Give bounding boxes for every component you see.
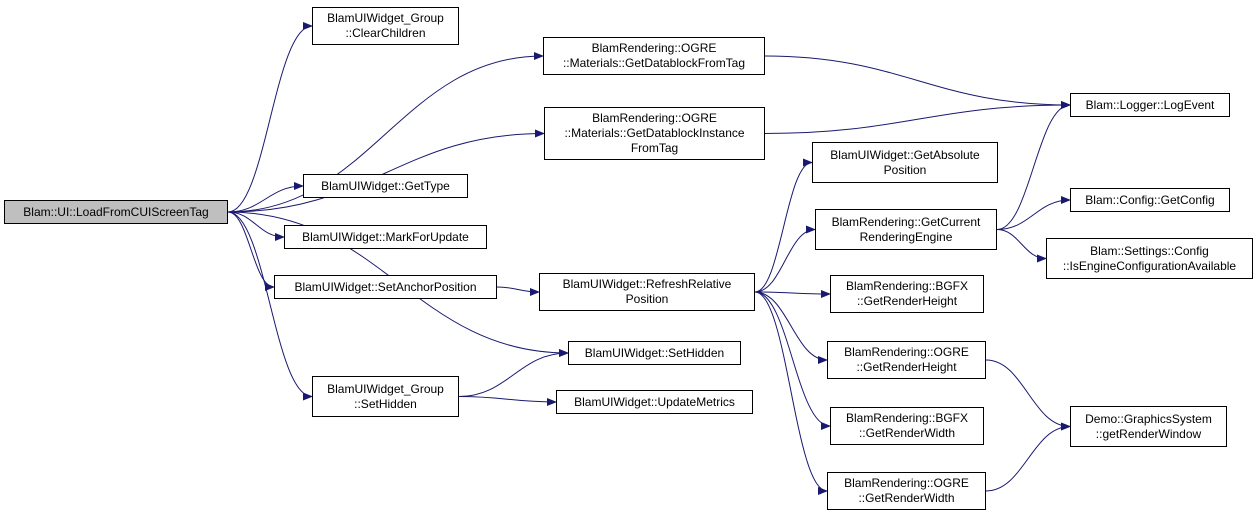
edge-root-to-group_clear bbox=[227, 22, 313, 213]
node-widget-set-hidden[interactable]: BlamUIWidget::SetHidden bbox=[568, 341, 741, 365]
edge-group_set_hidden-to-set_hidden bbox=[458, 349, 569, 397]
node-label-line: BlamRendering::OGRE bbox=[591, 41, 717, 55]
node-settings-is-engine-configuration-available[interactable]: Blam::Settings::Config::IsEngineConfigur… bbox=[1046, 238, 1253, 279]
node-widget-set-anchor-position[interactable]: BlamUIWidget::SetAnchorPosition bbox=[274, 275, 497, 299]
node-label-line: Position bbox=[625, 292, 669, 306]
edge-get_cur_engine-to-get_config bbox=[996, 196, 1071, 230]
node-label-line: BlamRendering::BGFX bbox=[845, 279, 969, 293]
node-label-line: BlamUIWidget::GetType bbox=[321, 178, 450, 193]
node-group-set-hidden[interactable]: BlamUIWidget_Group::SetHidden bbox=[312, 376, 459, 417]
node-widget-mark-for-update[interactable]: BlamUIWidget::MarkForUpdate bbox=[284, 225, 487, 249]
node-label-line: BlamUIWidget::MarkForUpdate bbox=[302, 229, 469, 244]
node-label-line: ::GetRenderWidth bbox=[858, 491, 955, 505]
edge-refresh_rel-to-ogre_width bbox=[754, 291, 828, 495]
node-label-line: BlamRendering::OGRE bbox=[844, 345, 969, 359]
edge-set_anchor-to-refresh_rel bbox=[496, 286, 540, 296]
node-label-line: ::GetRenderHeight bbox=[856, 294, 958, 308]
node-ogre-get-datablock-from-tag[interactable]: BlamRendering::OGRE::Materials::GetDatab… bbox=[543, 37, 765, 75]
node-label-line: BlamUIWidget::SetHidden bbox=[584, 345, 725, 360]
node-label-line: BlamUIWidget_Group bbox=[327, 11, 444, 25]
edge-ogre_height-to-render_window bbox=[985, 359, 1071, 431]
node-label-line: FromTag bbox=[630, 141, 679, 155]
node-label-line: ::SetHidden bbox=[354, 396, 417, 411]
edge-get_datablock-to-log_event bbox=[764, 55, 1071, 109]
node-label-line: BlamRendering::OGRE bbox=[844, 476, 969, 490]
node-label-line: Blam::Logger::LogEvent bbox=[1085, 97, 1215, 112]
node-logger-log-event[interactable]: Blam::Logger::LogEvent bbox=[1070, 93, 1230, 117]
edge-root-to-set_anchor bbox=[227, 211, 275, 291]
node-label-line: ::GetRenderWidth bbox=[858, 426, 956, 440]
node-label-line: BlamRendering::BGFX bbox=[845, 411, 969, 425]
edge-get_datablock_instance-to-log_event bbox=[764, 101, 1071, 134]
node-label-line: BlamUIWidget::RefreshRelative bbox=[562, 277, 732, 291]
node-label-line: ::Materials::GetDatablockInstance bbox=[564, 126, 745, 140]
node-config-get-config[interactable]: Blam::Config::GetConfig bbox=[1070, 188, 1230, 212]
node-ogre-get-render-width[interactable]: BlamRendering::OGRE::GetRenderWidth bbox=[827, 472, 986, 510]
edge-root-to-group_set_hidden bbox=[227, 211, 313, 401]
node-widget-update-metrics[interactable]: BlamUIWidget::UpdateMetrics bbox=[556, 390, 753, 414]
node-label-line: Blam::Config::GetConfig bbox=[1085, 192, 1215, 207]
node-label-line: ::GetRenderHeight bbox=[856, 360, 957, 374]
edge-root-to-get_datablock bbox=[227, 52, 544, 213]
node-label-line: ::getRenderWindow bbox=[1095, 426, 1202, 441]
edge-refresh_rel-to-get_cur_engine bbox=[754, 225, 816, 293]
edge-ogre_width-to-render_window bbox=[985, 422, 1071, 492]
node-widget-get-type[interactable]: BlamUIWidget::GetType bbox=[303, 174, 468, 198]
node-graphics-system-get-render-window[interactable]: Demo::GraphicsSystem::getRenderWindow bbox=[1070, 406, 1227, 447]
edge-refresh_rel-to-get_abs_pos bbox=[754, 158, 813, 293]
edge-get_cur_engine-to-engine_config bbox=[996, 229, 1047, 263]
edge-refresh_rel-to-bgfx_height bbox=[754, 289, 831, 298]
node-label-line: Blam::Settings::Config bbox=[1090, 243, 1209, 258]
edge-root-to-get_type bbox=[227, 182, 304, 213]
node-ogre-get-datablock-instance-from-tag[interactable]: BlamRendering::OGRE::Materials::GetDatab… bbox=[544, 107, 765, 160]
node-label-line: ::Materials::GetDatablockFromTag bbox=[562, 56, 746, 70]
node-label-line: BlamRendering::OGRE bbox=[592, 111, 717, 125]
node-label-line: BlamUIWidget::GetAbsolute bbox=[830, 147, 980, 162]
node-bgfx-get-render-width[interactable]: BlamRendering::BGFX::GetRenderWidth bbox=[830, 407, 984, 445]
node-ogre-get-render-height[interactable]: BlamRendering::OGRE::GetRenderHeight bbox=[827, 341, 986, 379]
edge-get_cur_engine-to-log_event bbox=[996, 101, 1071, 230]
node-label-line: Blam::UI::LoadFromCUIScreenTag bbox=[23, 204, 209, 219]
node-label-line: BlamUIWidget_Group bbox=[327, 381, 444, 396]
node-label-line: BlamUIWidget::SetAnchorPosition bbox=[294, 279, 477, 294]
node-label-line: Position bbox=[883, 162, 927, 177]
edge-group_set_hidden-to-update_metrics bbox=[458, 396, 557, 406]
node-label-line: BlamRendering::GetCurrent bbox=[831, 214, 981, 229]
node-bgfx-get-render-height[interactable]: BlamRendering::BGFX::GetRenderHeight bbox=[830, 275, 984, 313]
edge-root-to-get_datablock_instance bbox=[227, 129, 545, 213]
node-label-line: ::IsEngineConfigurationAvailable bbox=[1062, 258, 1237, 273]
edge-refresh_rel-to-ogre_height bbox=[754, 291, 828, 364]
node-label-line: Demo::GraphicsSystem bbox=[1085, 411, 1212, 426]
node-group-clear-children[interactable]: BlamUIWidget_Group::ClearChildren bbox=[312, 7, 459, 45]
node-label-line: RenderingEngine bbox=[859, 229, 953, 244]
edge-refresh_rel-to-bgfx_width bbox=[754, 291, 831, 430]
node-load-from-cui-screen-tag: Blam::UI::LoadFromCUIScreenTag bbox=[4, 200, 228, 224]
node-label-line: ::ClearChildren bbox=[345, 26, 426, 40]
edge-root-to-mark_update bbox=[227, 211, 285, 241]
node-label-line: BlamUIWidget::UpdateMetrics bbox=[574, 394, 735, 409]
